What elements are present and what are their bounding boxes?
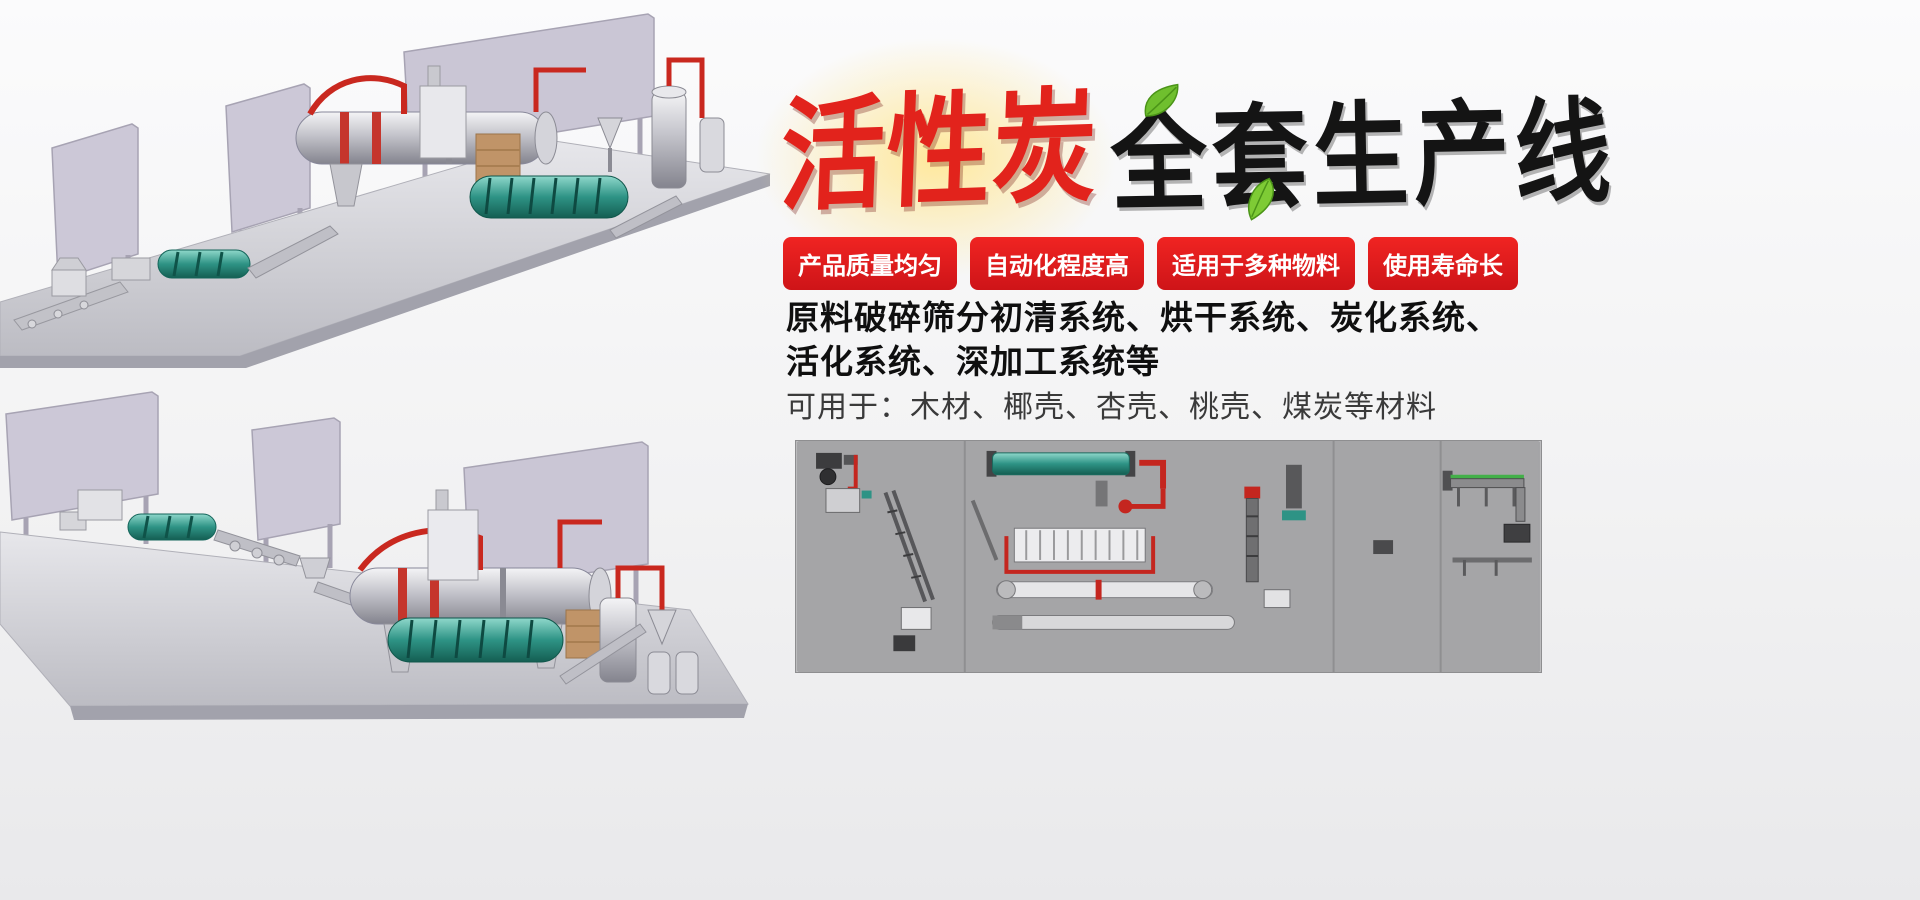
badge-materials: 适用于多种物料 <box>1157 237 1355 290</box>
feature-badges: 产品质量均匀 自动化程度高 适用于多种物料 使用寿命长 <box>783 237 1518 290</box>
description-line-1: 原料破碎筛分初清系统、烘干系统、炭化系统、 <box>786 299 1500 336</box>
schematic-right-section <box>1442 470 1532 576</box>
badge-quality: 产品质量均匀 <box>783 237 957 290</box>
gantry-walls <box>51 13 655 322</box>
schematic-center-section <box>970 450 1306 630</box>
title-black-text: 全套生产线 <box>1109 89 1617 225</box>
description-line-2: 活化系统、深加工系统等 <box>786 342 1160 380</box>
badge-automation: 自动化程度高 <box>970 237 1144 290</box>
title-red-text: 活性炭 <box>778 78 1101 227</box>
layout-diagram-panel <box>795 440 1542 673</box>
gantry-walls <box>5 391 649 624</box>
equipment <box>59 489 699 695</box>
equipment <box>13 57 725 331</box>
materials-line: 可用于：木材、椰壳、杏壳、桃壳、煤炭等材料 <box>786 391 1437 424</box>
production-line-render-bottom <box>0 391 749 720</box>
badge-lifespan: 使用寿命长 <box>1368 237 1518 290</box>
description: 原料破碎筛分初清系统、烘干系统、炭化系统、 活化系统、深加工系统等 <box>786 296 1500 383</box>
schematic-left-section <box>816 452 935 652</box>
production-line-render-top <box>0 13 771 368</box>
schematic-midright-section <box>1373 540 1394 555</box>
page-title: 活性炭全套生产线 <box>778 78 1617 235</box>
layout-diagram <box>798 441 1539 672</box>
